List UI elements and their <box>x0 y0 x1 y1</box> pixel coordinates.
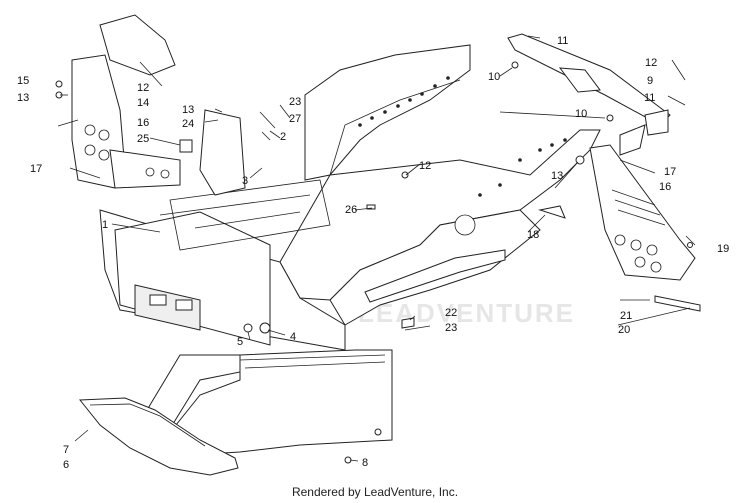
steering-post <box>507 33 671 156</box>
callout-5: 5 <box>237 336 243 348</box>
callout-2: 2 <box>280 131 286 143</box>
callout-17a: 17 <box>30 163 42 175</box>
callout-18: 18 <box>527 229 539 241</box>
callout-10b: 10 <box>575 108 587 120</box>
watermark: LEADVENTURE <box>358 298 576 328</box>
callout-11a: 11 <box>557 35 568 47</box>
chassis <box>99 44 601 351</box>
callout-14: 14 <box>137 97 149 109</box>
callout-13b: 13 <box>182 104 194 116</box>
callout-labels: 1 2 3 4 5 6 7 8 9 10 10 11 11 12 12 12 1… <box>17 35 729 471</box>
callout-3: 3 <box>242 175 248 187</box>
hardware <box>55 61 693 464</box>
callout-16b: 16 <box>659 181 671 193</box>
leader-lines <box>57 35 696 462</box>
callout-17b: 17 <box>664 166 676 178</box>
callout-26: 26 <box>345 204 357 216</box>
callout-8: 8 <box>362 457 368 469</box>
callout-13a: 13 <box>17 92 29 104</box>
callout-22: 22 <box>445 307 457 319</box>
callout-12a: 12 <box>137 82 149 94</box>
left-footrest <box>71 14 181 189</box>
callout-27: 27 <box>289 113 301 125</box>
callout-15: 15 <box>17 75 29 87</box>
callout-25: 25 <box>137 133 149 145</box>
callout-21: 21 <box>620 310 632 322</box>
render-credit: Rendered by LeadVenture, Inc. <box>291 485 459 499</box>
callout-6: 6 <box>63 459 69 471</box>
callout-9: 9 <box>647 75 653 87</box>
callout-23b: 23 <box>445 322 457 334</box>
callout-10a: 10 <box>488 71 500 83</box>
callout-1: 1 <box>102 219 108 231</box>
callout-23a: 23 <box>289 96 301 108</box>
callout-19: 19 <box>717 243 729 255</box>
front-skid-plate <box>78 397 239 476</box>
callout-24: 24 <box>182 118 194 130</box>
callout-16a: 16 <box>137 117 149 129</box>
callout-11b: 11 <box>644 92 655 104</box>
callout-7: 7 <box>63 444 69 456</box>
callout-12c: 12 <box>645 57 657 69</box>
callout-4: 4 <box>290 331 296 343</box>
callout-20: 20 <box>618 324 630 336</box>
callout-12b: 12 <box>419 160 431 172</box>
callout-13c: 13 <box>551 170 563 182</box>
right-footrest <box>589 144 701 312</box>
